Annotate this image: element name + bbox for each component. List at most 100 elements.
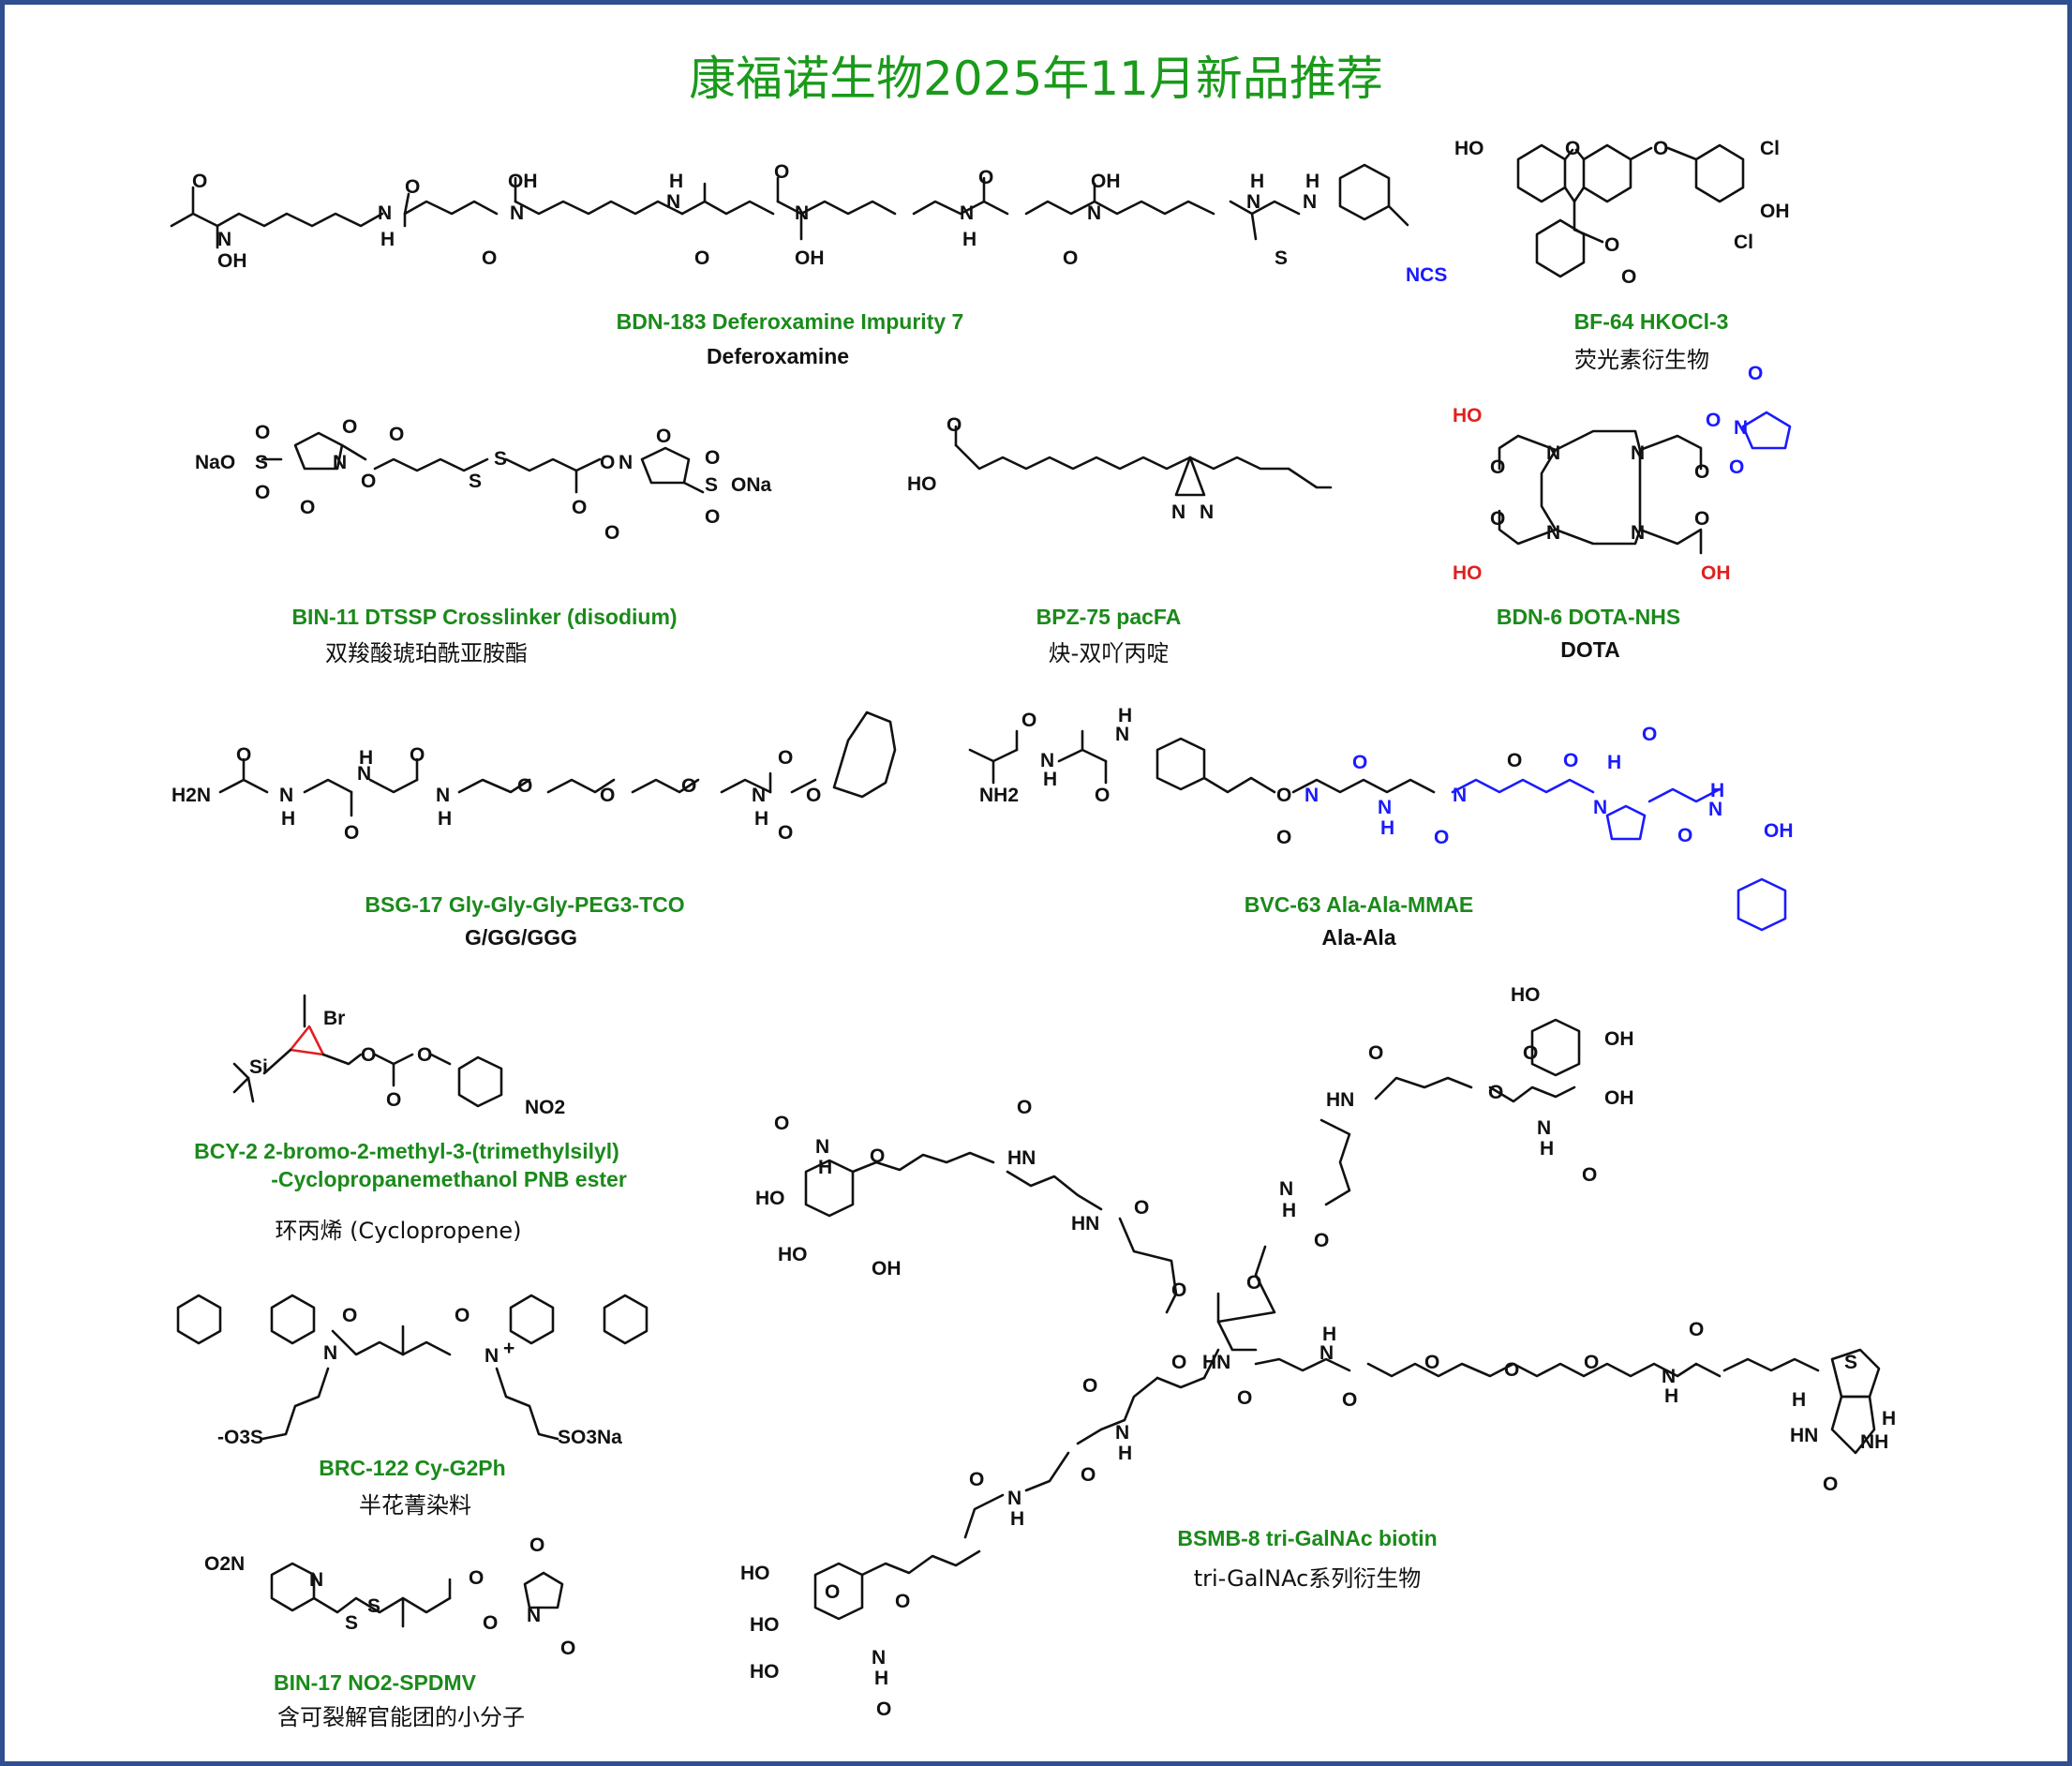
- page-title: 康福诺生物2025年11月新品推荐: [689, 52, 1383, 106]
- svg-text:N: N: [1546, 522, 1560, 544]
- svg-text:O: O: [1017, 1097, 1032, 1118]
- svg-text:S: S: [345, 1612, 358, 1634]
- svg-text:O: O: [1134, 1197, 1149, 1219]
- svg-text:O: O: [1507, 750, 1522, 771]
- svg-text:SO3Na: SO3Na: [558, 1427, 622, 1448]
- svg-text:HN: HN: [1202, 1352, 1230, 1373]
- structure-bdn-6: HO O N N O O N O O N N HO O O OH: [1453, 363, 1792, 584]
- svg-text:O: O: [1565, 138, 1580, 159]
- svg-text:Si: Si: [249, 1056, 268, 1078]
- svg-text:S: S: [469, 471, 482, 492]
- structure-brc-122: O N O N + -O3S SO3Na: [176, 1294, 648, 1448]
- svg-text:O: O: [300, 497, 315, 518]
- svg-text:N: N: [619, 452, 633, 473]
- svg-text:O: O: [806, 785, 821, 806]
- svg-text:-O3S: -O3S: [217, 1427, 263, 1448]
- atom-label: O: [192, 171, 207, 192]
- product-subtitle-brc-122: 半花菁染料: [359, 1492, 471, 1519]
- svg-text:O: O: [1621, 266, 1636, 288]
- svg-text:O: O: [1504, 1359, 1519, 1381]
- svg-text:O: O: [656, 426, 671, 447]
- svg-text:H: H: [1118, 705, 1132, 726]
- svg-text:HO: HO: [755, 1188, 785, 1209]
- svg-text:N: N: [1171, 501, 1185, 523]
- svg-text:OH: OH: [1760, 201, 1790, 222]
- svg-text:HO: HO: [740, 1563, 770, 1584]
- svg-text:O: O: [600, 785, 615, 806]
- svg-text:N: N: [1279, 1178, 1293, 1200]
- svg-text:O: O: [778, 747, 793, 769]
- svg-text:O: O: [947, 414, 961, 436]
- svg-text:O: O: [1729, 456, 1744, 478]
- svg-text:H: H: [818, 1157, 832, 1178]
- svg-text:O: O: [1352, 752, 1367, 773]
- svg-text:O: O: [469, 1567, 484, 1589]
- svg-text:H: H: [1882, 1408, 1896, 1429]
- product-code-bcy-2-line2: -Cyclopropanemethanol PNB ester: [271, 1167, 627, 1191]
- svg-text:H: H: [754, 808, 768, 830]
- svg-text:O: O: [774, 1113, 789, 1134]
- svg-text:O: O: [560, 1638, 575, 1659]
- product-subtitle-bpz-75: 炔-双吖丙啶: [1048, 640, 1170, 666]
- svg-text:O: O: [455, 1305, 470, 1326]
- product-subtitle-bin-17: 含可裂解官能团的小分子: [277, 1704, 525, 1730]
- product-subtitle-bin-11: 双羧酸琥珀酰亚胺酯: [325, 640, 528, 666]
- svg-text:O: O: [1342, 1389, 1357, 1411]
- product-code-bsg-17: BSG-17 Gly-Gly-Gly-PEG3-TCO: [365, 892, 685, 917]
- svg-text:OH: OH: [508, 171, 538, 192]
- svg-text:O: O: [483, 1612, 498, 1634]
- structure-bdn-183: O N OH N H O O N OH N H O O N OH N H O O…: [170, 161, 1447, 286]
- svg-text:N: N: [1319, 1342, 1334, 1364]
- svg-text:H: H: [1118, 1443, 1132, 1464]
- svg-text:O: O: [1823, 1474, 1838, 1495]
- svg-text:S: S: [367, 1595, 380, 1617]
- svg-text:H: H: [359, 747, 373, 769]
- svg-text:N: N: [378, 202, 392, 224]
- product-code-bvc-63: BVC-63 Ala-Ala-MMAE: [1244, 892, 1474, 917]
- svg-text:O: O: [1082, 1375, 1097, 1397]
- svg-text:HN: HN: [1790, 1425, 1818, 1446]
- svg-text:N: N: [872, 1647, 886, 1669]
- product-subtitle-bcy-2: 环丙烯 (Cyclopropene): [275, 1218, 522, 1244]
- svg-text:N: N: [1200, 501, 1214, 523]
- svg-text:H: H: [1282, 1200, 1296, 1221]
- svg-text:O: O: [969, 1469, 984, 1490]
- svg-text:OH: OH: [872, 1258, 902, 1280]
- svg-text:N: N: [1537, 1117, 1551, 1139]
- svg-text:N: N: [1593, 797, 1607, 818]
- svg-text:N: N: [752, 785, 766, 806]
- svg-text:O: O: [1694, 461, 1709, 483]
- svg-text:O: O: [1604, 234, 1619, 256]
- svg-text:O: O: [517, 775, 532, 797]
- svg-text:N: N: [1115, 724, 1129, 745]
- svg-text:OH: OH: [795, 247, 825, 269]
- svg-text:N: N: [333, 452, 347, 473]
- product-code-brc-122: BRC-122 Cy-G2Ph: [319, 1456, 506, 1480]
- svg-text:N: N: [1087, 202, 1101, 224]
- svg-text:O: O: [1063, 247, 1078, 269]
- svg-text:Br: Br: [323, 1008, 345, 1029]
- svg-text:N: N: [1040, 750, 1054, 771]
- svg-text:N: N: [436, 785, 450, 806]
- svg-text:O: O: [344, 822, 359, 844]
- svg-text:N: N: [815, 1136, 829, 1158]
- svg-text:H: H: [1250, 171, 1264, 192]
- svg-text:O: O: [1276, 827, 1291, 848]
- svg-text:N: N: [1453, 785, 1467, 806]
- svg-text:O2N: O2N: [204, 1553, 245, 1575]
- svg-text:O: O: [1706, 410, 1721, 431]
- svg-text:H: H: [1010, 1508, 1024, 1530]
- svg-text:O: O: [255, 482, 270, 503]
- svg-text:HO: HO: [1453, 405, 1483, 427]
- svg-text:N: N: [666, 191, 680, 213]
- svg-text:OH: OH: [1764, 820, 1794, 842]
- svg-text:N: N: [1303, 191, 1317, 213]
- svg-text:ONa: ONa: [731, 474, 772, 496]
- svg-text:O: O: [255, 422, 270, 443]
- svg-text:H: H: [438, 808, 452, 830]
- svg-text:O: O: [870, 1145, 885, 1167]
- svg-text:O: O: [1490, 508, 1505, 530]
- svg-text:N: N: [309, 1569, 323, 1591]
